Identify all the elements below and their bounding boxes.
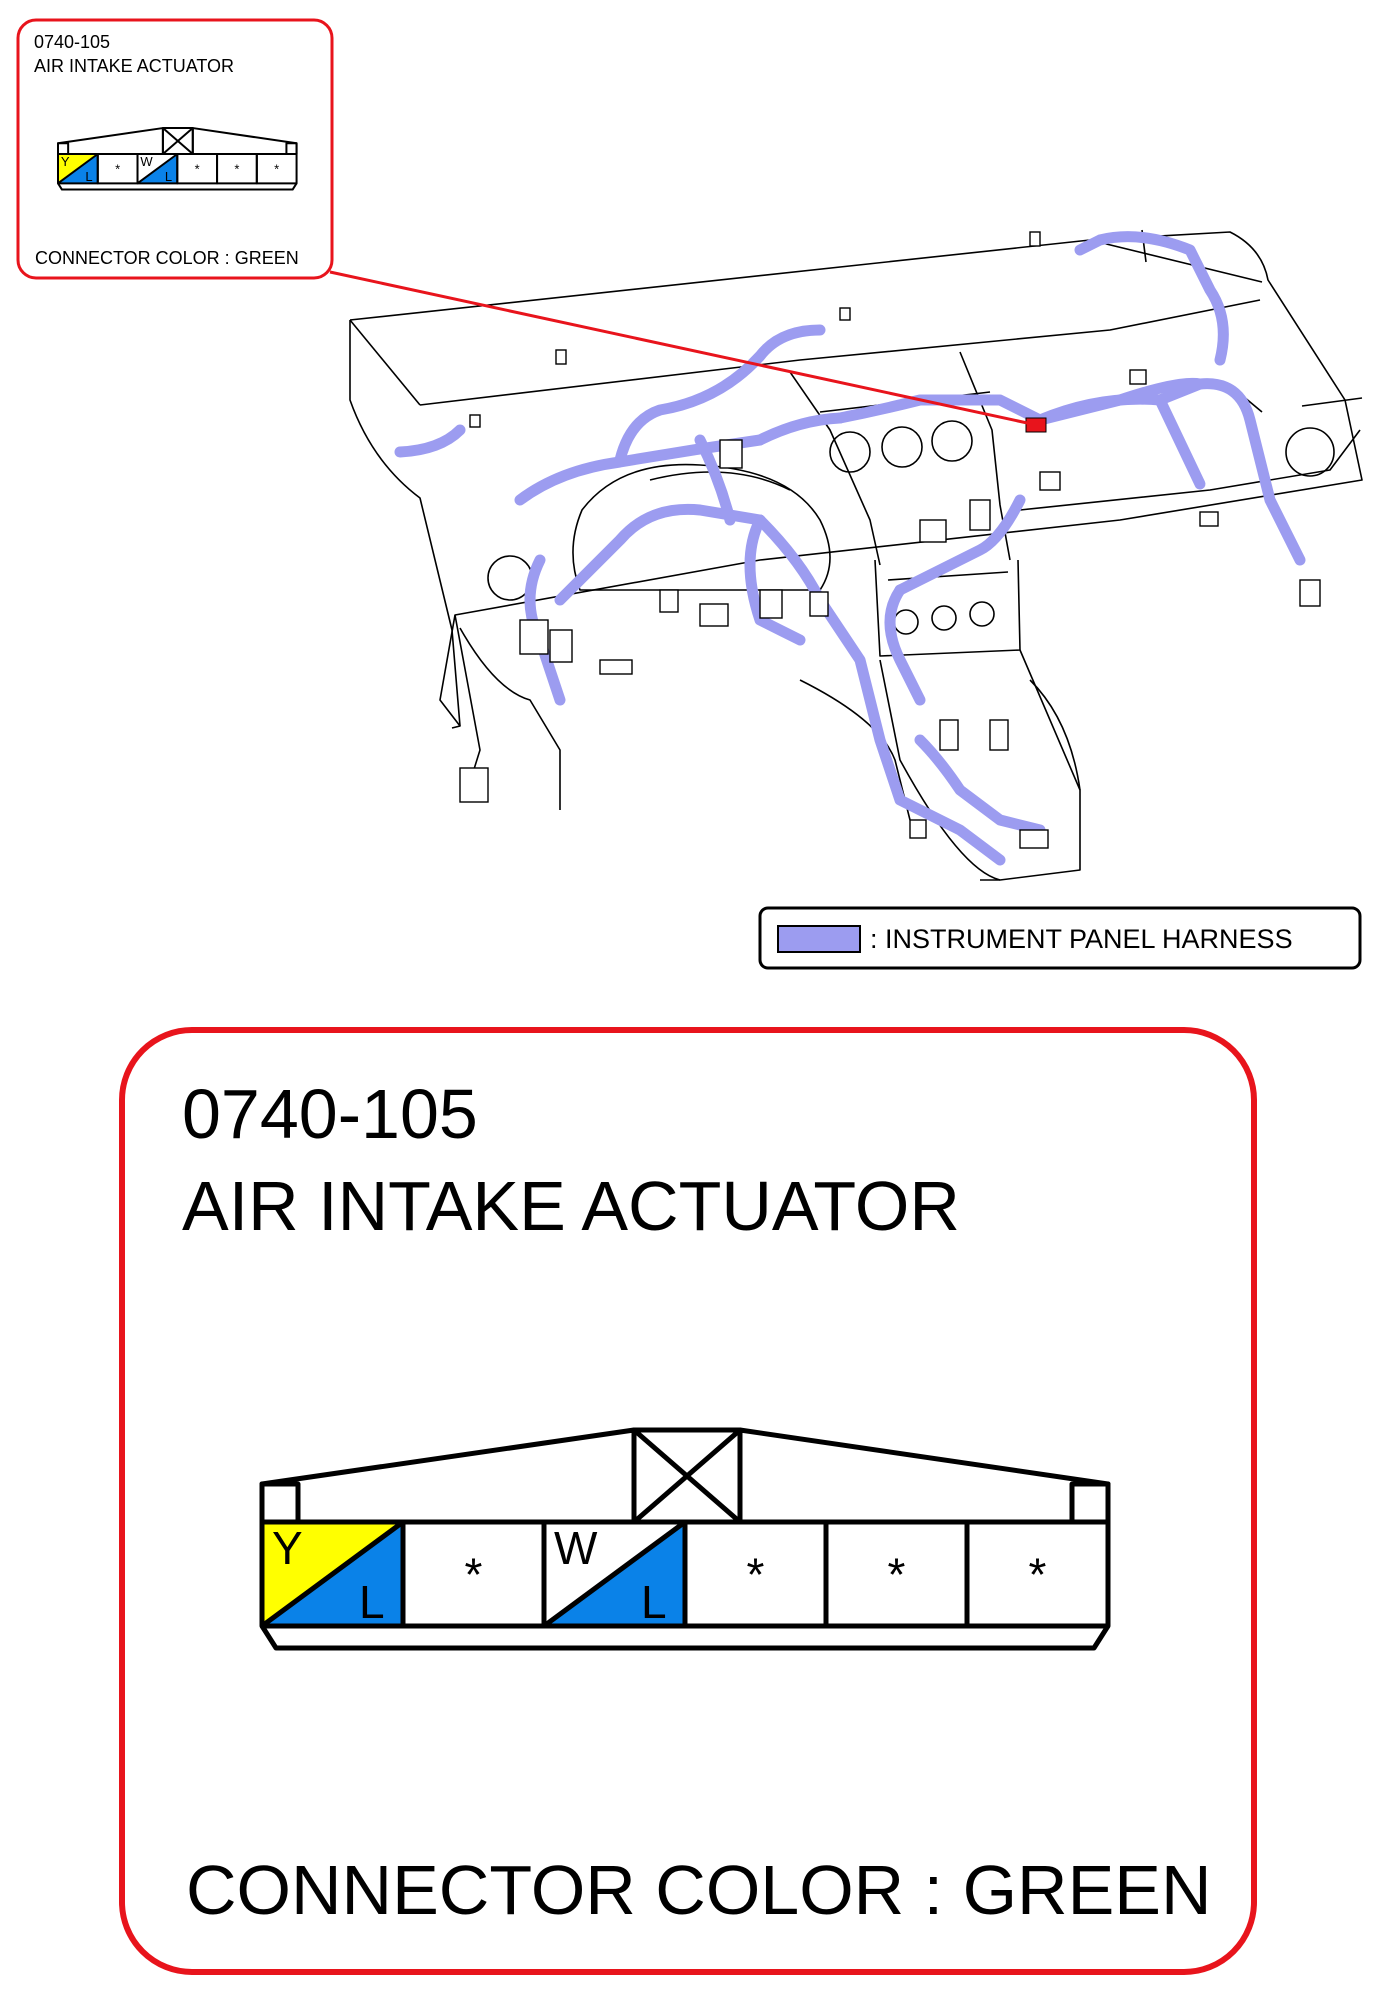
- pin-1: YL: [259, 1519, 406, 1629]
- air-intake-actuator-location: [1025, 417, 1047, 433]
- small-connector-name: AIR INTAKE ACTUATOR: [34, 56, 234, 76]
- small-connector-color: CONNECTOR COLOR : GREEN: [35, 248, 299, 268]
- small-pin-1-wire-color-top: Y: [61, 154, 70, 169]
- pin-2-mark: *: [465, 1549, 483, 1601]
- connector-color: CONNECTOR COLOR : GREEN: [186, 1851, 1212, 1929]
- small-pin-3-wire-color-top: W: [140, 154, 153, 169]
- pin-3-wire-color-bottom: L: [641, 1576, 667, 1628]
- pin-5-mark: *: [888, 1549, 906, 1601]
- pin-6: *: [964, 1519, 1111, 1629]
- small-pin-1: YL: [57, 153, 99, 185]
- small-pin-2-mark: *: [115, 161, 120, 176]
- legend-swatch: [777, 925, 861, 953]
- gauge-circles: [487, 420, 1335, 635]
- pin-6-mark: *: [1029, 1549, 1047, 1601]
- pin-3: WL: [541, 1519, 688, 1629]
- connector-name: AIR INTAKE ACTUATOR: [182, 1167, 960, 1245]
- connector-id: 0740-105: [182, 1075, 478, 1153]
- large-callout: 0740-105 AIR INTAKE ACTUATOR YL*WL*** CO…: [119, 1027, 1257, 1975]
- pin-1-wire-color-top: Y: [272, 1522, 303, 1574]
- pin-3-wire-color-top: W: [554, 1522, 598, 1574]
- connector-face: YL*WL***: [259, 1427, 1111, 1651]
- small-connector-rail: [57, 182, 298, 191]
- callout-leader-line: [329, 270, 1033, 426]
- small-pin-3-wire-color-bottom: L: [165, 169, 172, 184]
- small-pin-6-mark: *: [274, 161, 279, 176]
- lock-cross: [632, 1428, 742, 1524]
- legend: : INSTRUMENT PANEL HARNESS: [758, 906, 1362, 970]
- small-pin-4-mark: *: [195, 161, 200, 176]
- pin-1-wire-color-bottom: L: [359, 1576, 385, 1628]
- instrument-panel-harness: [394, 231, 1306, 866]
- small-connector-face: YL*WL***: [57, 127, 298, 191]
- small-connector-id: 0740-105: [34, 32, 110, 52]
- small-pin-1-wire-color-bottom: L: [85, 169, 92, 184]
- small-pin-6: *: [255, 153, 298, 185]
- legend-label: : INSTRUMENT PANEL HARNESS: [870, 924, 1293, 954]
- small-callout: 0740-105 AIR INTAKE ACTUATOR YL*WL*** CO…: [16, 18, 334, 280]
- small-pin-5-mark: *: [234, 161, 239, 176]
- pin-4-mark: *: [747, 1549, 765, 1601]
- small-lock-cross: [162, 127, 194, 155]
- harness-connectors: [459, 231, 1321, 849]
- small-pin-3: WL: [136, 153, 179, 185]
- connector-rail: [259, 1624, 1111, 1651]
- dashboard-outline: [349, 229, 1363, 881]
